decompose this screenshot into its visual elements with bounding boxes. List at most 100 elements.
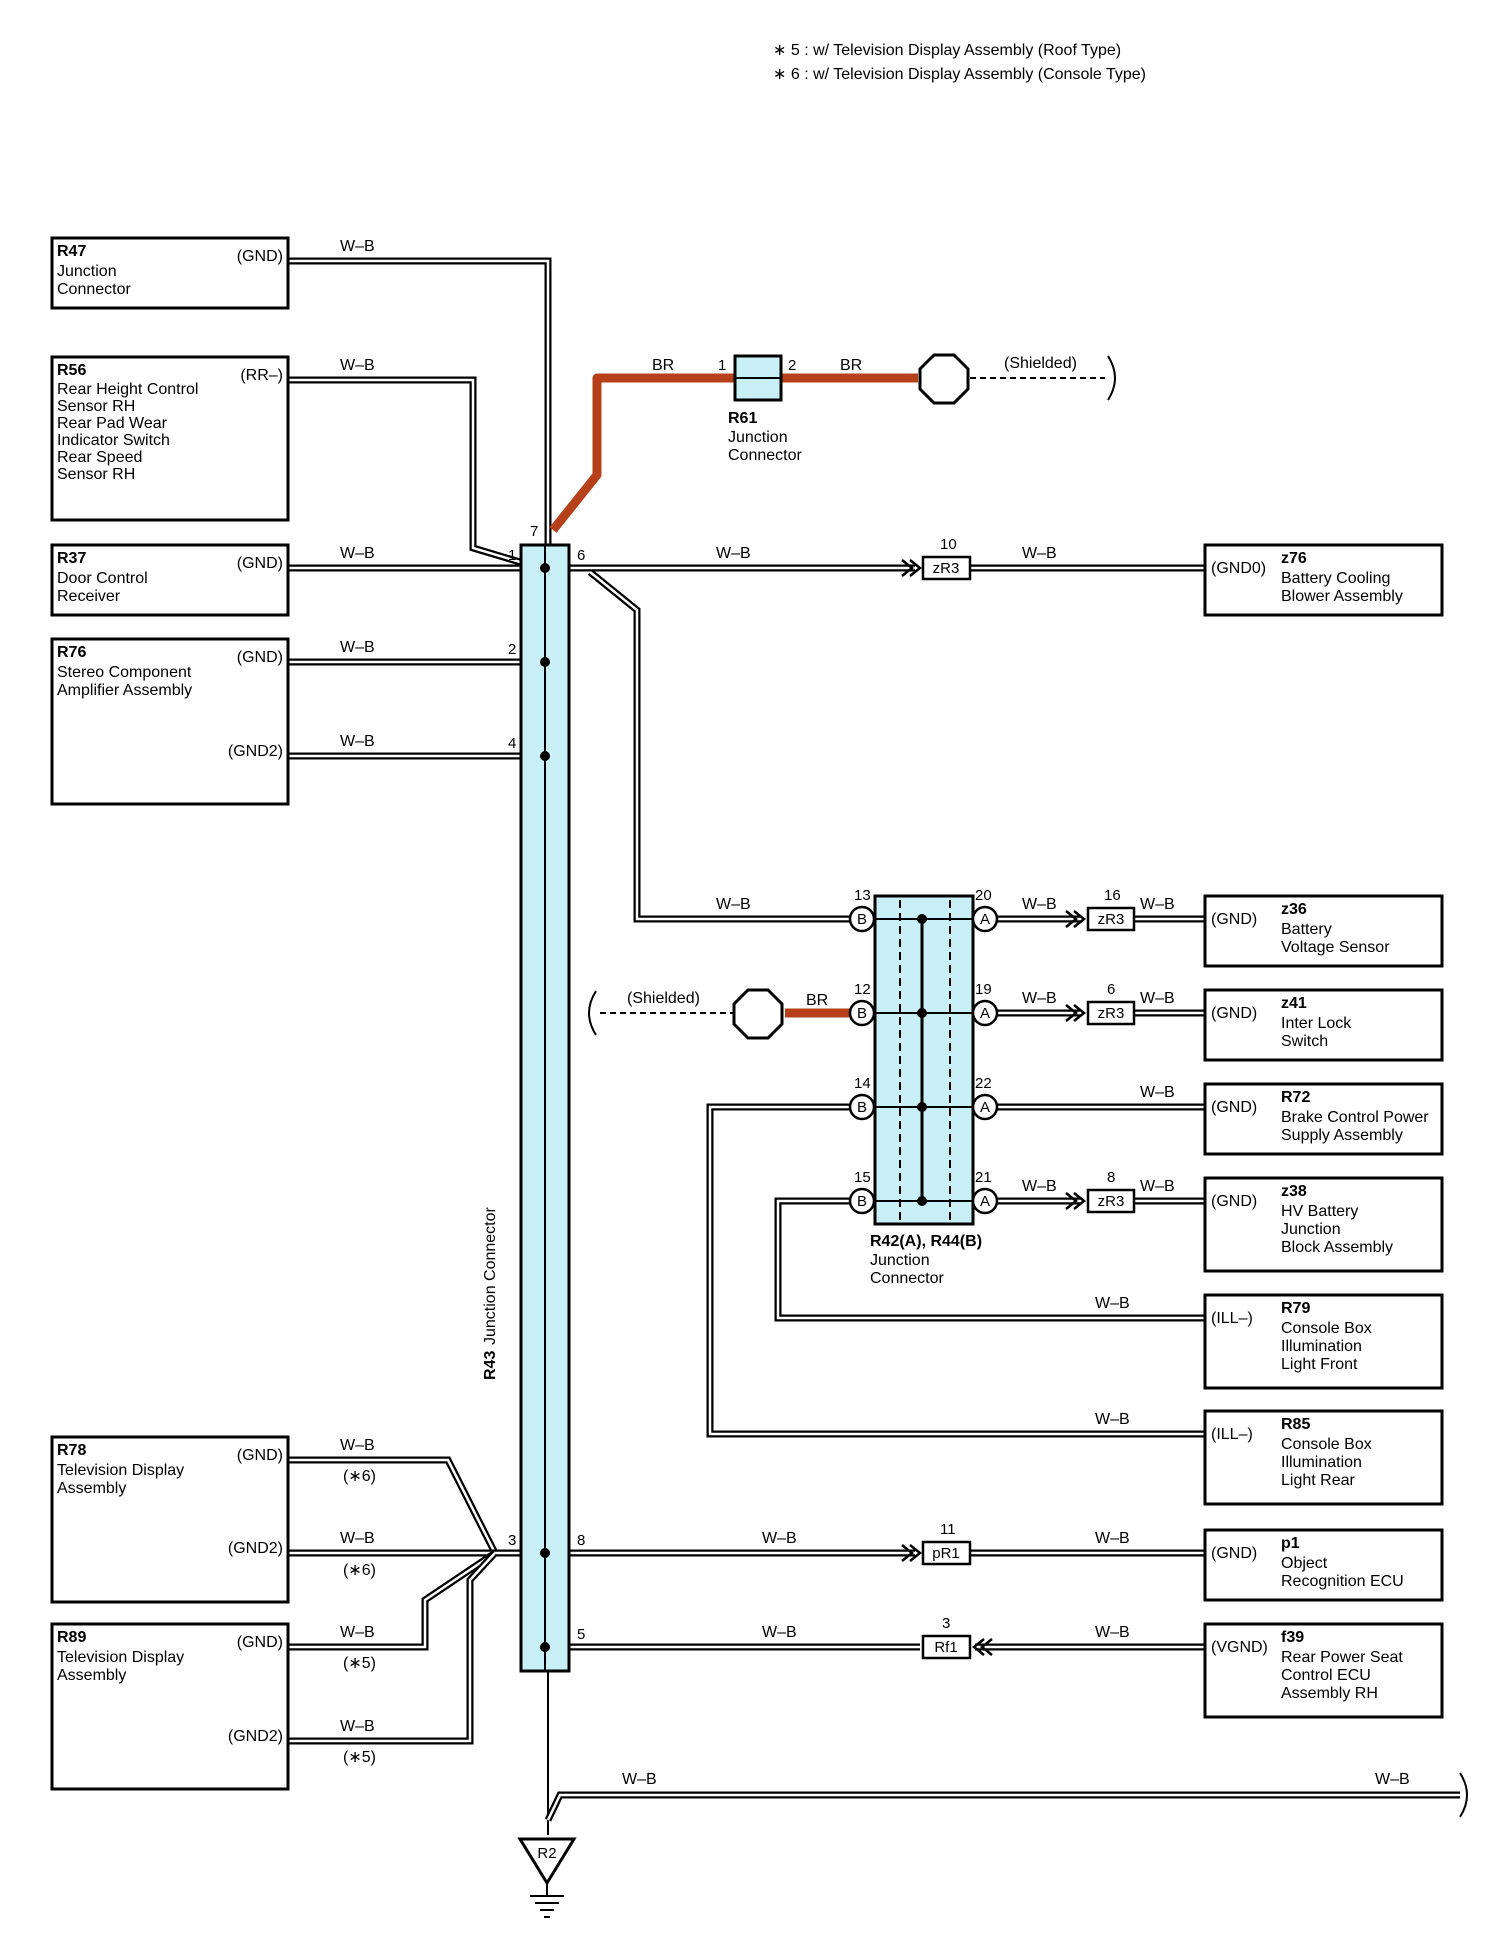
r42-letter-b: B [857, 1099, 867, 1116]
z76-name: Battery Cooling [1281, 570, 1390, 587]
r43-pin-5: 5 [577, 1626, 585, 1643]
r56-line4: Indicator Switch [57, 432, 170, 449]
wire-label: W–B [340, 357, 375, 374]
r56-code: R56 [57, 362, 86, 379]
wire-label: W–B [1022, 990, 1057, 1007]
r72-name: Brake Control Power [1281, 1109, 1429, 1126]
shield-octagon-icon [732, 988, 784, 1040]
z76-name-2: Blower Assembly [1281, 588, 1403, 605]
wire-label: W–B [340, 733, 375, 750]
wire-label: W–B [340, 1437, 375, 1454]
r47-code: R47 [57, 243, 86, 260]
r42-name: Junction [870, 1252, 930, 1269]
inline-zr3-6: zR3 [1098, 1005, 1125, 1022]
r42-letter-a: A [980, 1099, 990, 1116]
r89-note: (∗5) [343, 1655, 376, 1672]
r78-note: (∗6) [343, 1468, 376, 1485]
r42-label: R42(A), R44(B) [870, 1233, 982, 1250]
wire-label: W–B [762, 1530, 797, 1547]
z41-pin: (GND) [1211, 1005, 1257, 1022]
shielded-label: (Shielded) [1004, 355, 1077, 372]
r56-line1: Rear Height Control [57, 381, 198, 398]
wire-label: W–B [716, 545, 751, 562]
p1-code: p1 [1281, 1535, 1300, 1552]
r37-name: Door Control [57, 570, 148, 587]
wire-label: W–B [340, 1530, 375, 1547]
z38-name: HV Battery [1281, 1203, 1358, 1220]
r42-letter-a: A [980, 1005, 990, 1022]
wire-label: W–B [716, 896, 751, 913]
r42-pin-13: 13 [854, 887, 871, 904]
p1-name: Object [1281, 1555, 1328, 1572]
br-label: BR [840, 357, 862, 374]
inline-zr3-10-pin: 10 [940, 536, 957, 553]
r85-name-3: Light Rear [1281, 1472, 1355, 1489]
r72-code: R72 [1281, 1089, 1310, 1106]
r42-letter-b: B [857, 1193, 867, 1210]
ground-code: R2 [537, 1845, 556, 1862]
r42-letter-a: A [980, 911, 990, 928]
r56-line3: Rear Pad Wear [57, 415, 168, 432]
r42-pin-22: 22 [975, 1075, 992, 1092]
wire-label: W–B [1022, 1178, 1057, 1195]
p1-pin: (GND) [1211, 1545, 1257, 1562]
component-r89: R89 Television Display Assembly (GND) (G… [50, 1622, 376, 1791]
r76-code: R76 [57, 644, 86, 661]
r61-code: R61 [728, 410, 757, 427]
z76-pin: (GND0) [1211, 560, 1266, 577]
z38-code: z38 [1281, 1183, 1307, 1200]
z38-pin: (GND) [1211, 1193, 1257, 1210]
r76-name-2: Amplifier Assembly [57, 682, 192, 699]
z76-code: z76 [1281, 550, 1307, 567]
z36-name: Battery [1281, 921, 1332, 938]
component-r78: R78 Television Display Assembly (GND) (G… [50, 1435, 376, 1604]
p1-name-2: Recognition ECU [1281, 1573, 1404, 1590]
r42-letter-b: B [857, 1005, 867, 1022]
inline-zr3-6-pin: 6 [1107, 981, 1115, 998]
r42-letter-a: A [980, 1193, 990, 1210]
component-z38: (GND) z38 HV Battery Junction Block Asse… [1203, 1176, 1444, 1273]
wire-label: W–B [1140, 990, 1175, 1007]
wire-label: W–B [762, 1624, 797, 1641]
z38-name-2: Junction [1281, 1221, 1341, 1238]
r42-pin-12: 12 [854, 981, 871, 998]
junction-r61: 1 2 BR BR R61 Junction Connector [652, 354, 862, 464]
ground-triangle-icon [517, 1837, 577, 1886]
r89-code: R89 [57, 1629, 86, 1646]
r47-name-2: Connector [57, 281, 131, 298]
z41-code: z41 [1281, 995, 1307, 1012]
inline-zr3-16: zR3 [1098, 911, 1125, 928]
wire-label: W–B [340, 1624, 375, 1641]
note-6: ∗ 6 : w/ Television Display Assembly (Co… [773, 66, 1146, 83]
r89-note: (∗5) [343, 1749, 376, 1766]
r43-pin-2: 2 [508, 641, 516, 658]
r79-code: R79 [1281, 1300, 1310, 1317]
r37-name-2: Receiver [57, 588, 121, 605]
z36-pin: (GND) [1211, 911, 1257, 928]
r42-pin-20: 20 [975, 887, 992, 904]
r56-pin: (RR–) [240, 367, 283, 384]
wire-label: W–B [340, 1718, 375, 1735]
wire-label: W–B [1095, 1624, 1130, 1641]
r79-pin: (ILL–) [1211, 1310, 1253, 1327]
r76-pin-gnd: (GND) [237, 649, 283, 666]
r42-pin-15: 15 [854, 1169, 871, 1186]
component-z36: (GND) z36 Battery Voltage Sensor [1203, 894, 1444, 968]
r61-pin-2: 2 [788, 357, 796, 374]
r72-name-2: Supply Assembly [1281, 1127, 1403, 1144]
wire-label: W–B [1095, 1411, 1130, 1428]
component-r47: R47 Junction Connector (GND) W–B [50, 236, 375, 310]
r61-pin-1: 1 [718, 357, 726, 374]
z36-code: z36 [1281, 901, 1307, 918]
f39-name-2: Control ECU [1281, 1667, 1371, 1684]
component-p1: (GND) p1 Object Recognition ECU [1203, 1528, 1444, 1602]
r43-pin-4: 4 [508, 735, 516, 752]
r43-pin-3: 3 [508, 1532, 516, 1549]
inline-pr1-11: pR1 [932, 1545, 960, 1562]
r47-name: Junction [57, 263, 117, 280]
component-z41: (GND) z41 Inter Lock Switch [1203, 988, 1444, 1062]
note-5: ∗ 5 : w/ Television Display Assembly (Ro… [773, 42, 1121, 59]
r78-name: Television Display [57, 1462, 184, 1479]
r89-pin-gnd2: (GND2) [228, 1728, 283, 1745]
r72-pin: (GND) [1211, 1099, 1257, 1116]
